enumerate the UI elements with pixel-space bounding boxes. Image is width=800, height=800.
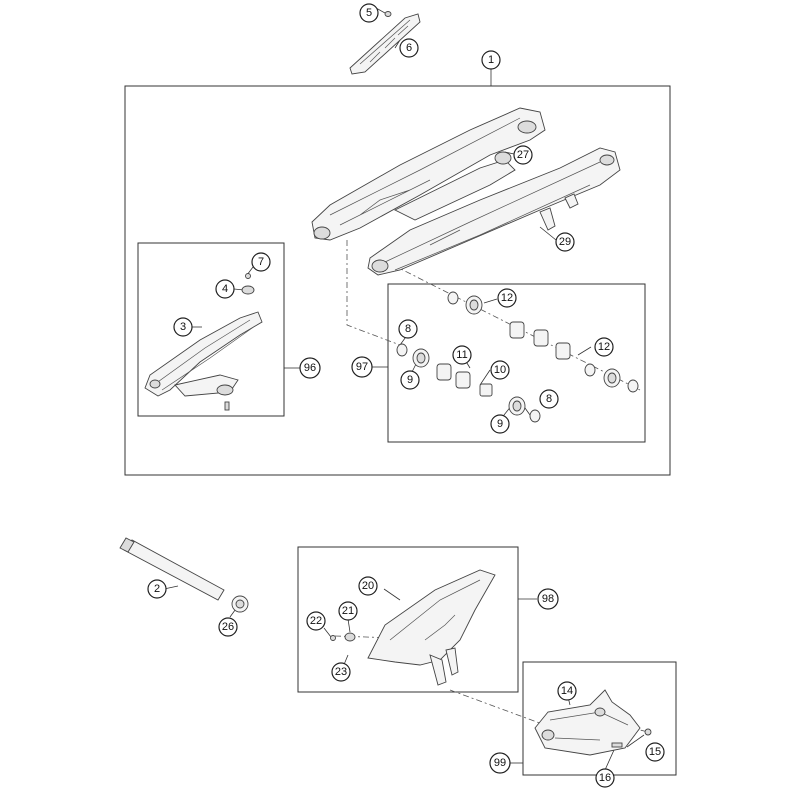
callout-label: 14 [561, 685, 573, 697]
callout-label: 12 [598, 341, 610, 353]
callout-23[interactable]: 23 [331, 662, 351, 682]
callout-4[interactable]: 4 [215, 279, 235, 299]
callout-label: 2 [154, 583, 160, 595]
callout-97[interactable]: 97 [351, 356, 373, 378]
swingarm-axle-part [119, 537, 249, 613]
callout-12-lower[interactable]: 12 [594, 337, 614, 357]
chain-slider-bracket-part [349, 11, 421, 75]
callout-label: 20 [362, 580, 374, 592]
callout-label: 16 [599, 772, 611, 784]
callout-12-upper[interactable]: 12 [497, 288, 517, 308]
swingarm-assembly-frame [124, 85, 671, 476]
bearing-kit-frame [387, 283, 646, 443]
callout-99[interactable]: 99 [489, 752, 511, 774]
callout-29[interactable]: 29 [555, 232, 575, 252]
callout-label: 99 [494, 757, 506, 769]
callout-label: 3 [180, 321, 186, 333]
callout-label: 27 [517, 149, 529, 161]
callout-label: 8 [546, 393, 552, 405]
chain-guide-part [534, 689, 652, 756]
callout-11[interactable]: 11 [452, 345, 472, 365]
callout-22[interactable]: 22 [306, 611, 326, 631]
chain-slider-part [144, 273, 263, 411]
callout-label: 26 [222, 621, 234, 633]
callout-8-right[interactable]: 8 [539, 389, 559, 409]
callout-label: 97 [356, 361, 368, 373]
chain-slider-kit-frame [137, 242, 285, 417]
callout-label: 22 [310, 615, 322, 627]
callout-8-left[interactable]: 8 [398, 319, 418, 339]
callout-5[interactable]: 5 [359, 3, 379, 23]
callout-6[interactable]: 6 [399, 38, 419, 58]
callout-label: 8 [405, 323, 411, 335]
callout-label: 10 [494, 364, 506, 376]
callout-16[interactable]: 16 [595, 768, 615, 788]
callout-9-left[interactable]: 9 [400, 370, 420, 390]
chain-guard-part [330, 569, 496, 686]
callout-label: 1 [488, 54, 494, 66]
callout-21[interactable]: 21 [338, 601, 358, 621]
callout-26[interactable]: 26 [218, 617, 238, 637]
callout-3[interactable]: 3 [173, 317, 193, 337]
callout-label: 98 [542, 593, 554, 605]
callout-label: 6 [406, 42, 412, 54]
callout-96[interactable]: 96 [299, 357, 321, 379]
callout-label: 96 [304, 362, 316, 374]
callout-label: 9 [407, 374, 413, 386]
callout-1[interactable]: 1 [481, 50, 501, 70]
chain-guard-kit-frame [297, 546, 519, 693]
callout-2[interactable]: 2 [147, 579, 167, 599]
callout-27[interactable]: 27 [513, 145, 533, 165]
callout-label: 29 [559, 236, 571, 248]
callout-14[interactable]: 14 [557, 681, 577, 701]
callout-label: 21 [342, 605, 354, 617]
callout-label: 4 [222, 283, 228, 295]
callout-15[interactable]: 15 [645, 742, 665, 762]
callout-label: 12 [501, 292, 513, 304]
callout-10[interactable]: 10 [490, 360, 510, 380]
callout-label: 23 [335, 666, 347, 678]
callout-label: 15 [649, 746, 661, 758]
callout-label: 5 [366, 7, 372, 19]
callout-98[interactable]: 98 [537, 588, 559, 610]
callout-9-right[interactable]: 9 [490, 414, 510, 434]
callout-label: 9 [497, 418, 503, 430]
callout-label: 7 [258, 256, 264, 268]
callout-label: 11 [456, 349, 467, 361]
callout-7[interactable]: 7 [251, 252, 271, 272]
bearing-components-part [396, 291, 639, 423]
swingarm-part [311, 107, 621, 276]
callout-20[interactable]: 20 [358, 576, 378, 596]
